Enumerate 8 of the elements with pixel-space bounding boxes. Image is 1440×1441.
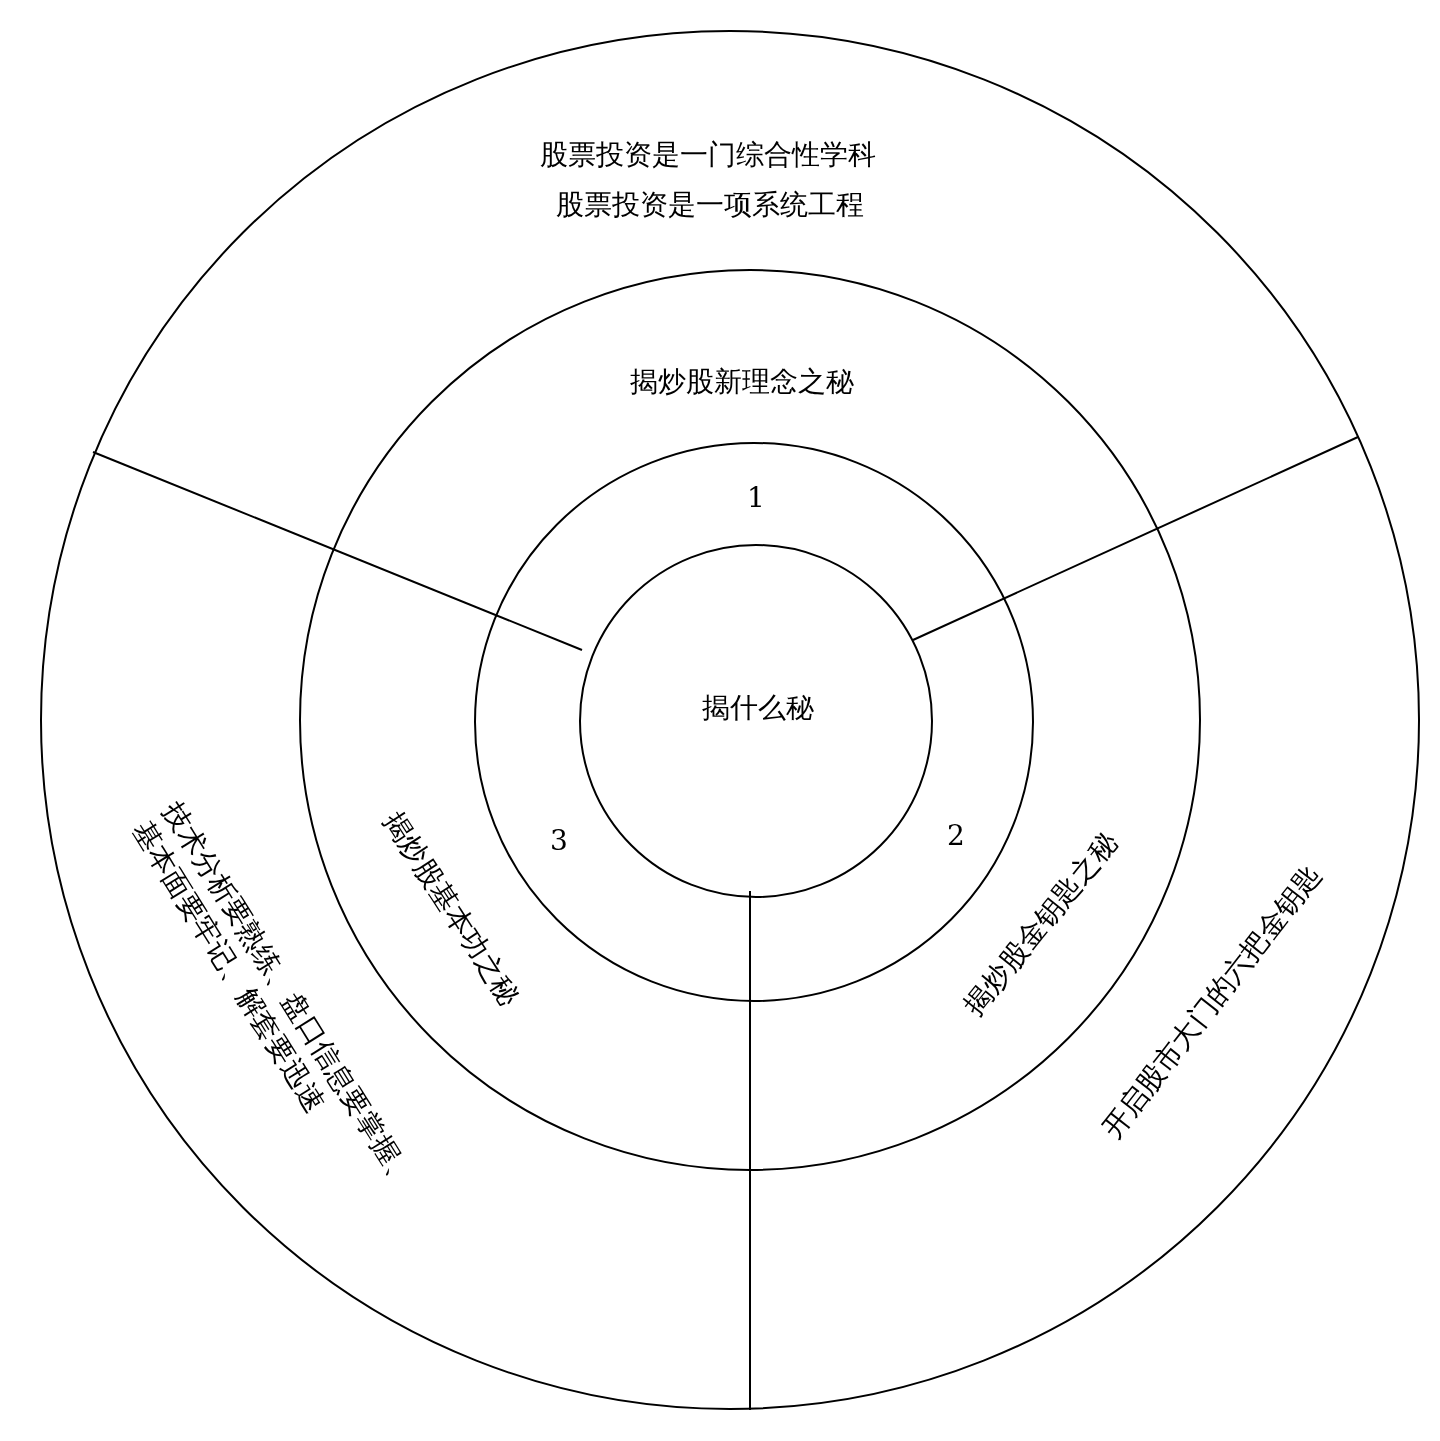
ring-label: 股票投资是一门综合性学科 — [540, 136, 876, 173]
ring-label: 2 — [947, 817, 965, 854]
ring-label: 1 — [747, 479, 765, 516]
ring-label: 揭炒股新理念之秘 — [630, 363, 854, 400]
ring-label: 3 — [550, 822, 568, 859]
ring-label: 揭炒股基本功之秘 — [375, 805, 528, 1013]
ring-label: 股票投资是一项系统工程 — [556, 186, 864, 223]
ring-label: 揭什么秘 — [702, 689, 814, 726]
